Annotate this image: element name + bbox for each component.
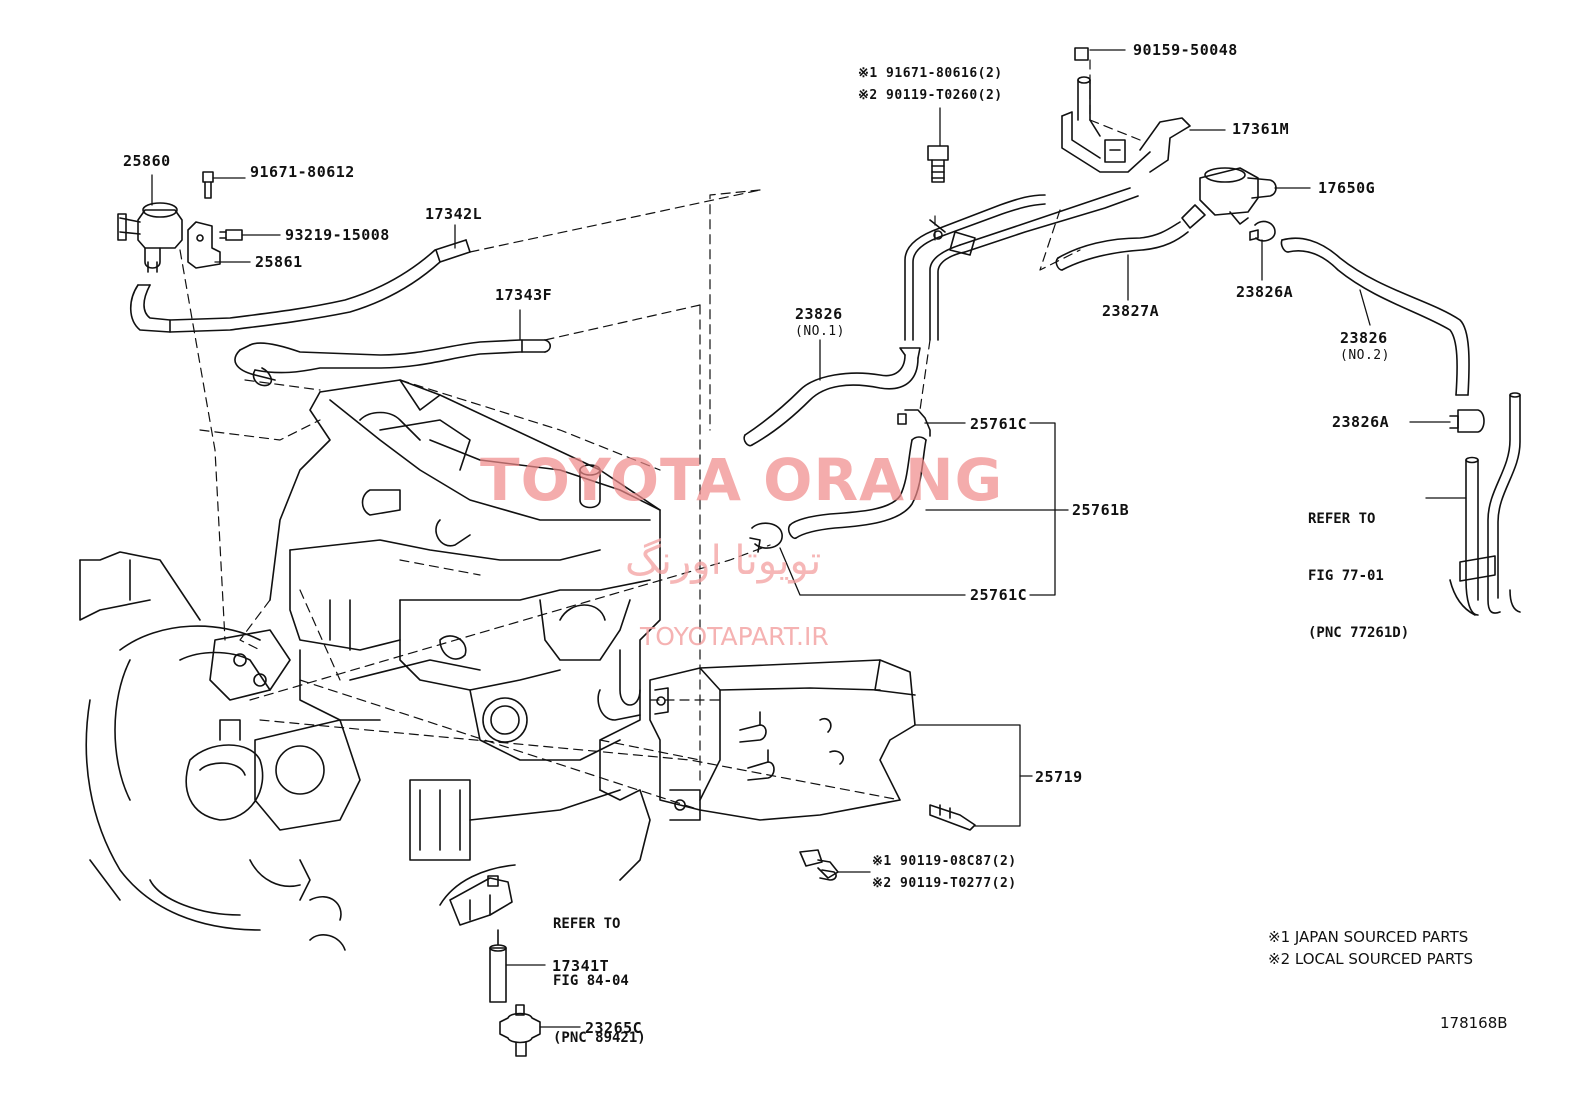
part-label-25861[interactable]: 25861 bbox=[255, 253, 303, 271]
part-label-25719[interactable]: 25719 bbox=[1035, 768, 1083, 786]
guide-lines bbox=[179, 59, 1141, 811]
part-label-93219-15008[interactable]: 93219-15008 bbox=[285, 226, 390, 244]
refer-84-line3: (PNC 89421) bbox=[553, 1030, 646, 1046]
clamp-23826A-top bbox=[1249, 220, 1276, 242]
bolt-90119-08C87 bbox=[799, 849, 839, 881]
transmission bbox=[79, 551, 361, 951]
part-label-23265C[interactable]: 23265C bbox=[585, 1019, 643, 1037]
leader-lines bbox=[151, 49, 1467, 1028]
sensor-assembly bbox=[439, 864, 541, 1057]
hose-23827A bbox=[1055, 221, 1189, 271]
watermark-url[interactable]: TOYOTAPART.IR bbox=[640, 622, 829, 651]
part-label-bolt-local[interactable]: ※2 90119-T0260(2) bbox=[858, 88, 1003, 103]
refer-fig-84-04[interactable]: REFER TO FIG 84-04 (PNC 89421) bbox=[553, 877, 646, 1067]
vsv-25860 bbox=[117, 171, 243, 273]
diagram-id: 178168B bbox=[1440, 1014, 1508, 1032]
part-label-stud-japan[interactable]: ※1 90119-08C87(2) bbox=[872, 854, 1017, 869]
part-label-25761C-top[interactable]: 25761C bbox=[970, 415, 1028, 433]
part-label-91671-80612[interactable]: 91671-80612 bbox=[250, 163, 355, 181]
watermark-persian: تویوتا اورنگ bbox=[625, 538, 822, 584]
bolt-91671-80616 bbox=[927, 145, 949, 183]
part-label-23826A-top[interactable]: 23826A bbox=[1236, 283, 1294, 301]
part-label-23827A[interactable]: 23827A bbox=[1102, 302, 1160, 320]
hose-17343F bbox=[234, 339, 552, 387]
part-label-25761B[interactable]: 25761B bbox=[1072, 501, 1130, 519]
part-label-17650G[interactable]: 17650G bbox=[1318, 179, 1376, 197]
part-label-23826A-mid[interactable]: 23826A bbox=[1332, 413, 1390, 431]
part-label-25860[interactable]: 25860 bbox=[123, 152, 171, 170]
bracket-17361M bbox=[1061, 47, 1191, 173]
canister-25719 bbox=[649, 659, 976, 831]
hose-17342L bbox=[129, 239, 471, 333]
clamp-23826A-mid bbox=[1449, 409, 1485, 433]
refer-77-line1: REFER TO bbox=[1308, 511, 1376, 527]
note-japan-sourced: ※1 JAPAN SOURCED PARTS bbox=[1268, 928, 1469, 946]
part-label-17342L[interactable]: 17342L bbox=[425, 205, 483, 223]
part-label-stud-local[interactable]: ※2 90119-T0277(2) bbox=[872, 876, 1017, 891]
part-label-17341T[interactable]: 17341T bbox=[552, 957, 610, 975]
part-label-23826-no2[interactable]: 23826 bbox=[1340, 329, 1388, 347]
hose-23826-no2 bbox=[1280, 237, 1470, 396]
part-label-17343F[interactable]: 17343F bbox=[495, 286, 553, 304]
part-label-17361M[interactable]: 17361M bbox=[1232, 120, 1290, 138]
part-label-bolt-japan[interactable]: ※1 91671-80616(2) bbox=[858, 66, 1003, 81]
part-label-25761C-bot[interactable]: 25761C bbox=[970, 586, 1028, 604]
watermark-title: TOYOTA ORANG bbox=[480, 446, 1004, 514]
refer-84-line1: REFER TO bbox=[553, 916, 621, 932]
hose-25761B bbox=[749, 409, 931, 553]
engine-block bbox=[269, 379, 661, 881]
part-label-90159-50048[interactable]: 90159-50048 bbox=[1133, 41, 1238, 59]
hose-23826-no1 bbox=[743, 187, 1139, 447]
note-local-sourced: ※2 LOCAL SOURCED PARTS bbox=[1268, 950, 1473, 968]
refer-fig-77-01[interactable]: REFER TO FIG 77-01 (PNC 77261D) bbox=[1308, 472, 1409, 662]
refer-77-line2: FIG 77-01 bbox=[1308, 568, 1384, 584]
part-sublabel-no1: (NO.1) bbox=[795, 324, 845, 339]
refer-77-line3: (PNC 77261D) bbox=[1308, 625, 1410, 641]
part-sublabel-no2: (NO.2) bbox=[1340, 348, 1390, 363]
refer-84-line2: FIG 84-04 bbox=[553, 973, 629, 989]
part-label-23826-no1[interactable]: 23826 bbox=[795, 305, 843, 323]
valve-17650G bbox=[1181, 167, 1277, 229]
pipes-77-01 bbox=[1449, 392, 1521, 616]
